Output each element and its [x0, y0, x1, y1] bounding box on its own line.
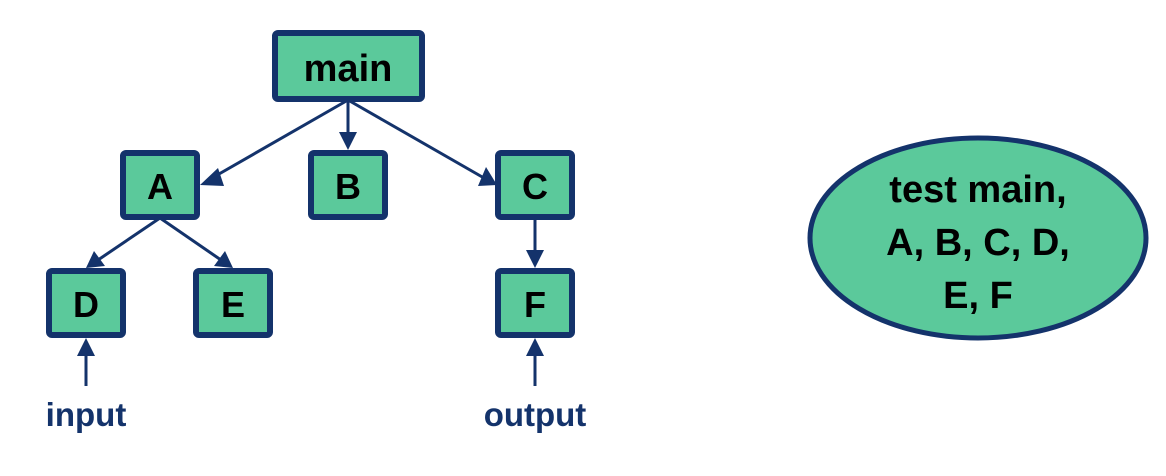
output-label: output — [484, 396, 587, 433]
arrowhead-b — [339, 132, 357, 150]
node-d: D — [46, 268, 126, 338]
node-e: E — [193, 268, 273, 338]
node-main: main — [272, 30, 425, 102]
arrowhead-e — [214, 251, 233, 268]
node-f-label: F — [524, 284, 546, 325]
edge-main-to-c — [347, 98, 485, 180]
edge-main-to-a — [211, 98, 349, 180]
edges — [77, 98, 544, 386]
node-a: A — [120, 150, 200, 220]
node-b: B — [308, 150, 388, 220]
test-ellipse-line-1: test main, — [889, 169, 1066, 211]
node-c: C — [495, 150, 575, 220]
node-a-label: A — [147, 166, 173, 207]
node-d-label: D — [73, 284, 99, 325]
node-b-label: B — [335, 166, 361, 207]
arrowhead-output — [526, 338, 544, 356]
node-f: F — [495, 268, 575, 338]
edge-a-to-e — [159, 216, 222, 262]
test-ellipse-line-3: E, F — [943, 275, 1013, 317]
test-ellipse: test main, A, B, C, D, E, F — [807, 135, 1149, 341]
arrowhead-a — [200, 168, 224, 186]
arrowhead-input — [77, 338, 95, 356]
arrowhead-c — [478, 167, 497, 186]
input-label: input — [46, 396, 127, 433]
arrowhead-f — [526, 250, 544, 268]
edge-a-to-d — [97, 216, 161, 262]
arrowhead-d — [86, 251, 105, 268]
test-ellipse-line-2: A, B, C, D, — [886, 222, 1070, 264]
node-main-label: main — [304, 48, 393, 90]
node-e-label: E — [221, 284, 245, 325]
node-c-label: C — [522, 166, 548, 207]
